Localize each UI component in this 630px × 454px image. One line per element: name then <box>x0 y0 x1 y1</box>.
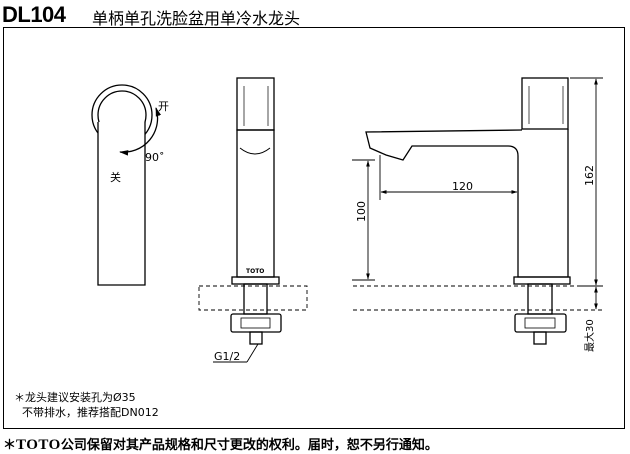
front-nut <box>230 313 282 333</box>
footer-prefix: ＊ <box>3 438 17 453</box>
front-inlet <box>249 331 263 345</box>
label-angle: 90˚ <box>145 151 165 164</box>
product-title: 单柄单孔洗脸盆用单冷水龙头 <box>92 9 301 28</box>
installation-notes: ＊龙头建议安装孔为Ø35 不带排水，推荐搭配DN012 <box>14 390 159 420</box>
dimension-lines <box>352 77 603 310</box>
front-handle <box>236 77 275 131</box>
dim-total-height: 162 <box>583 165 596 186</box>
side-flange <box>513 276 571 285</box>
thread-label: G1/2 <box>214 350 240 363</box>
front-shank <box>243 283 268 315</box>
footer-brand: TOTO <box>16 437 61 453</box>
dim-max-thickness: 最大30 <box>583 319 596 352</box>
dim-spout-height: 100 <box>355 201 368 222</box>
front-body <box>236 129 275 278</box>
label-close: 关 <box>110 170 121 184</box>
front-flange <box>231 276 280 285</box>
countertop-lines <box>198 285 603 311</box>
side-inlet <box>533 331 547 345</box>
handle-lever-outline <box>97 122 146 286</box>
thread-leader <box>246 343 259 363</box>
model-number: DL104 <box>2 2 66 27</box>
note-drain: 不带排水，推荐搭配DN012 <box>22 406 159 419</box>
footer-disclaimer: ＊TOTO公司保留对其产品规格和尺寸更改的权利。届时，恕不另行通知。 <box>3 434 438 454</box>
label-open: 开 <box>158 100 169 113</box>
front-aerator <box>239 147 271 155</box>
dim-reach: 120 <box>452 180 473 193</box>
brand-mark: TOTO <box>246 268 264 275</box>
side-view <box>365 77 571 345</box>
side-shank <box>527 283 553 315</box>
front-view <box>230 77 282 345</box>
note-hole-size: ＊龙头建议安装孔为Ø35 <box>14 391 136 404</box>
side-handle <box>521 77 569 130</box>
header: DL104 单柄单孔洗脸盆用单冷水龙头 <box>0 0 630 28</box>
footer-text: 公司保留对其产品规格和尺寸更改的权利。届时，恕不另行通知。 <box>60 438 438 453</box>
top-view <box>91 84 162 286</box>
rotation-arc <box>119 107 162 156</box>
side-nut <box>514 313 567 333</box>
drawing-frame <box>3 27 625 429</box>
side-body-spout <box>365 129 569 278</box>
